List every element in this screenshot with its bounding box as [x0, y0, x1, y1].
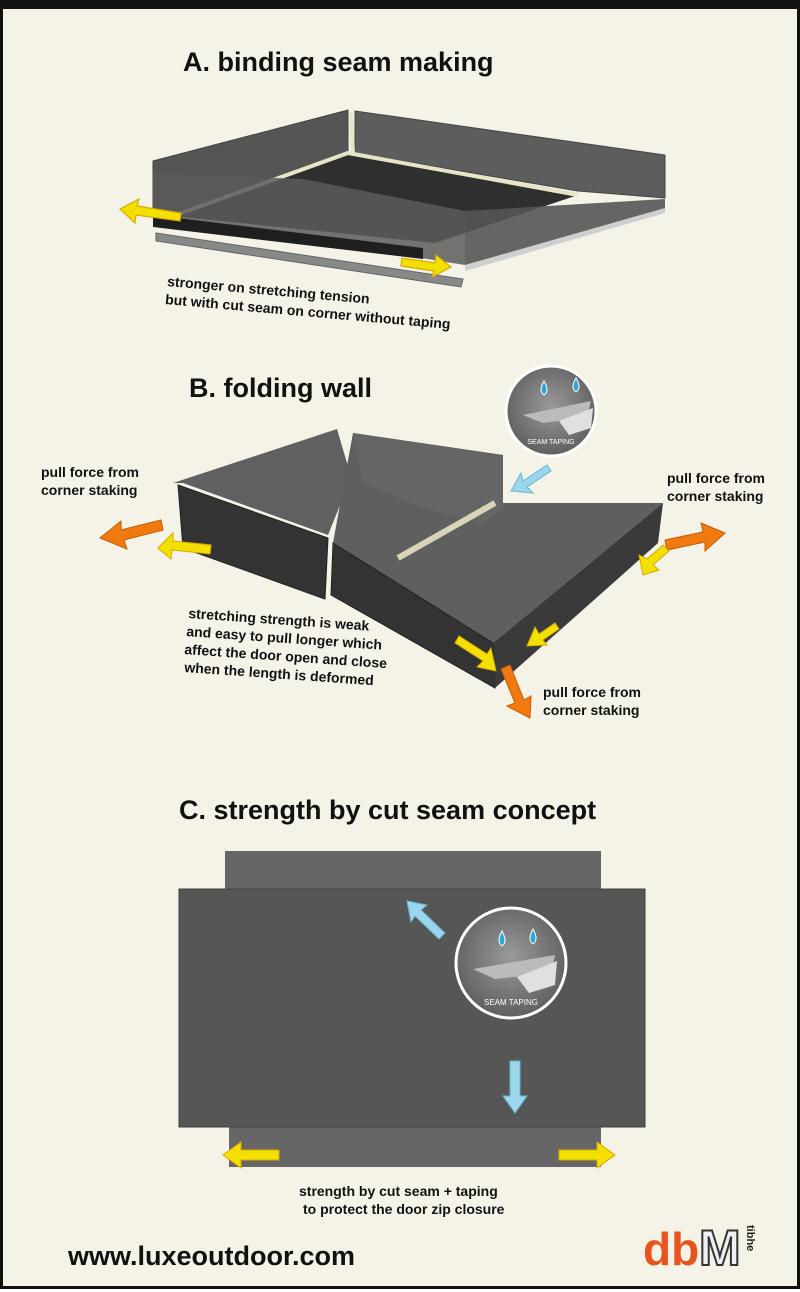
pull-label-bottom-2: corner staking: [543, 702, 640, 718]
pull-label-right-1: pull force from: [667, 470, 766, 486]
illustration-canvas: SEAM TAPING: [99, 109, 726, 1169]
pull-label-right-2: corner staking: [667, 488, 764, 504]
pull-label-bottom-1: pull force from: [543, 684, 642, 700]
pull-arrow-left: [99, 519, 164, 550]
section-c-note-line2: to protect the door zip closure: [303, 1201, 505, 1217]
seam-arrow-up-left: [406, 900, 446, 940]
pull-label-left-1: pull force from: [41, 464, 140, 480]
stretch-arrow-left: [157, 531, 212, 560]
section-b-title: B. folding wall: [189, 373, 372, 403]
dbm-logo: db M tibhe: [643, 1219, 761, 1277]
section-c-note-line1: strength by cut seam + taping: [299, 1183, 498, 1199]
stretch-arrow-right: [638, 544, 670, 576]
seam-taping-badge-c: SEAM TAPING: [454, 906, 568, 1020]
badge-b-label: SEAM TAPING: [527, 439, 574, 446]
cut-seam-panel: [178, 851, 646, 1167]
pull-arrow-right: [664, 522, 726, 553]
logo-db-text: db: [643, 1223, 699, 1273]
section-a-title: A. binding seam making: [183, 47, 494, 77]
stretch-arrow-c-left: [222, 1141, 280, 1169]
stretch-arrow-bottom-2: [454, 635, 497, 672]
seam-arrow-down: [502, 1060, 528, 1114]
seam-taping-badge-b: SEAM TAPING: [504, 364, 598, 458]
seam-arrow-b: [510, 464, 552, 494]
stretch-arrow-bottom-1: [526, 622, 560, 647]
tension-arrow-left: [118, 197, 182, 225]
section-c-title: C. strength by cut seam concept: [179, 795, 597, 825]
website-url: www.luxeoutdoor.com: [68, 1241, 356, 1271]
badge-c-label: SEAM TAPING: [484, 998, 538, 1007]
stretch-arrow-c-right: [558, 1141, 616, 1169]
binding-seam-box: [152, 109, 666, 288]
pull-label-left-2: corner staking: [41, 482, 138, 498]
pull-arrow-bottom: [500, 664, 532, 719]
top-border: [3, 3, 800, 9]
tension-arrow-right: [400, 253, 453, 279]
logo-side-text: tibhe: [744, 1225, 756, 1251]
logo-m-text: M: [699, 1221, 741, 1273]
